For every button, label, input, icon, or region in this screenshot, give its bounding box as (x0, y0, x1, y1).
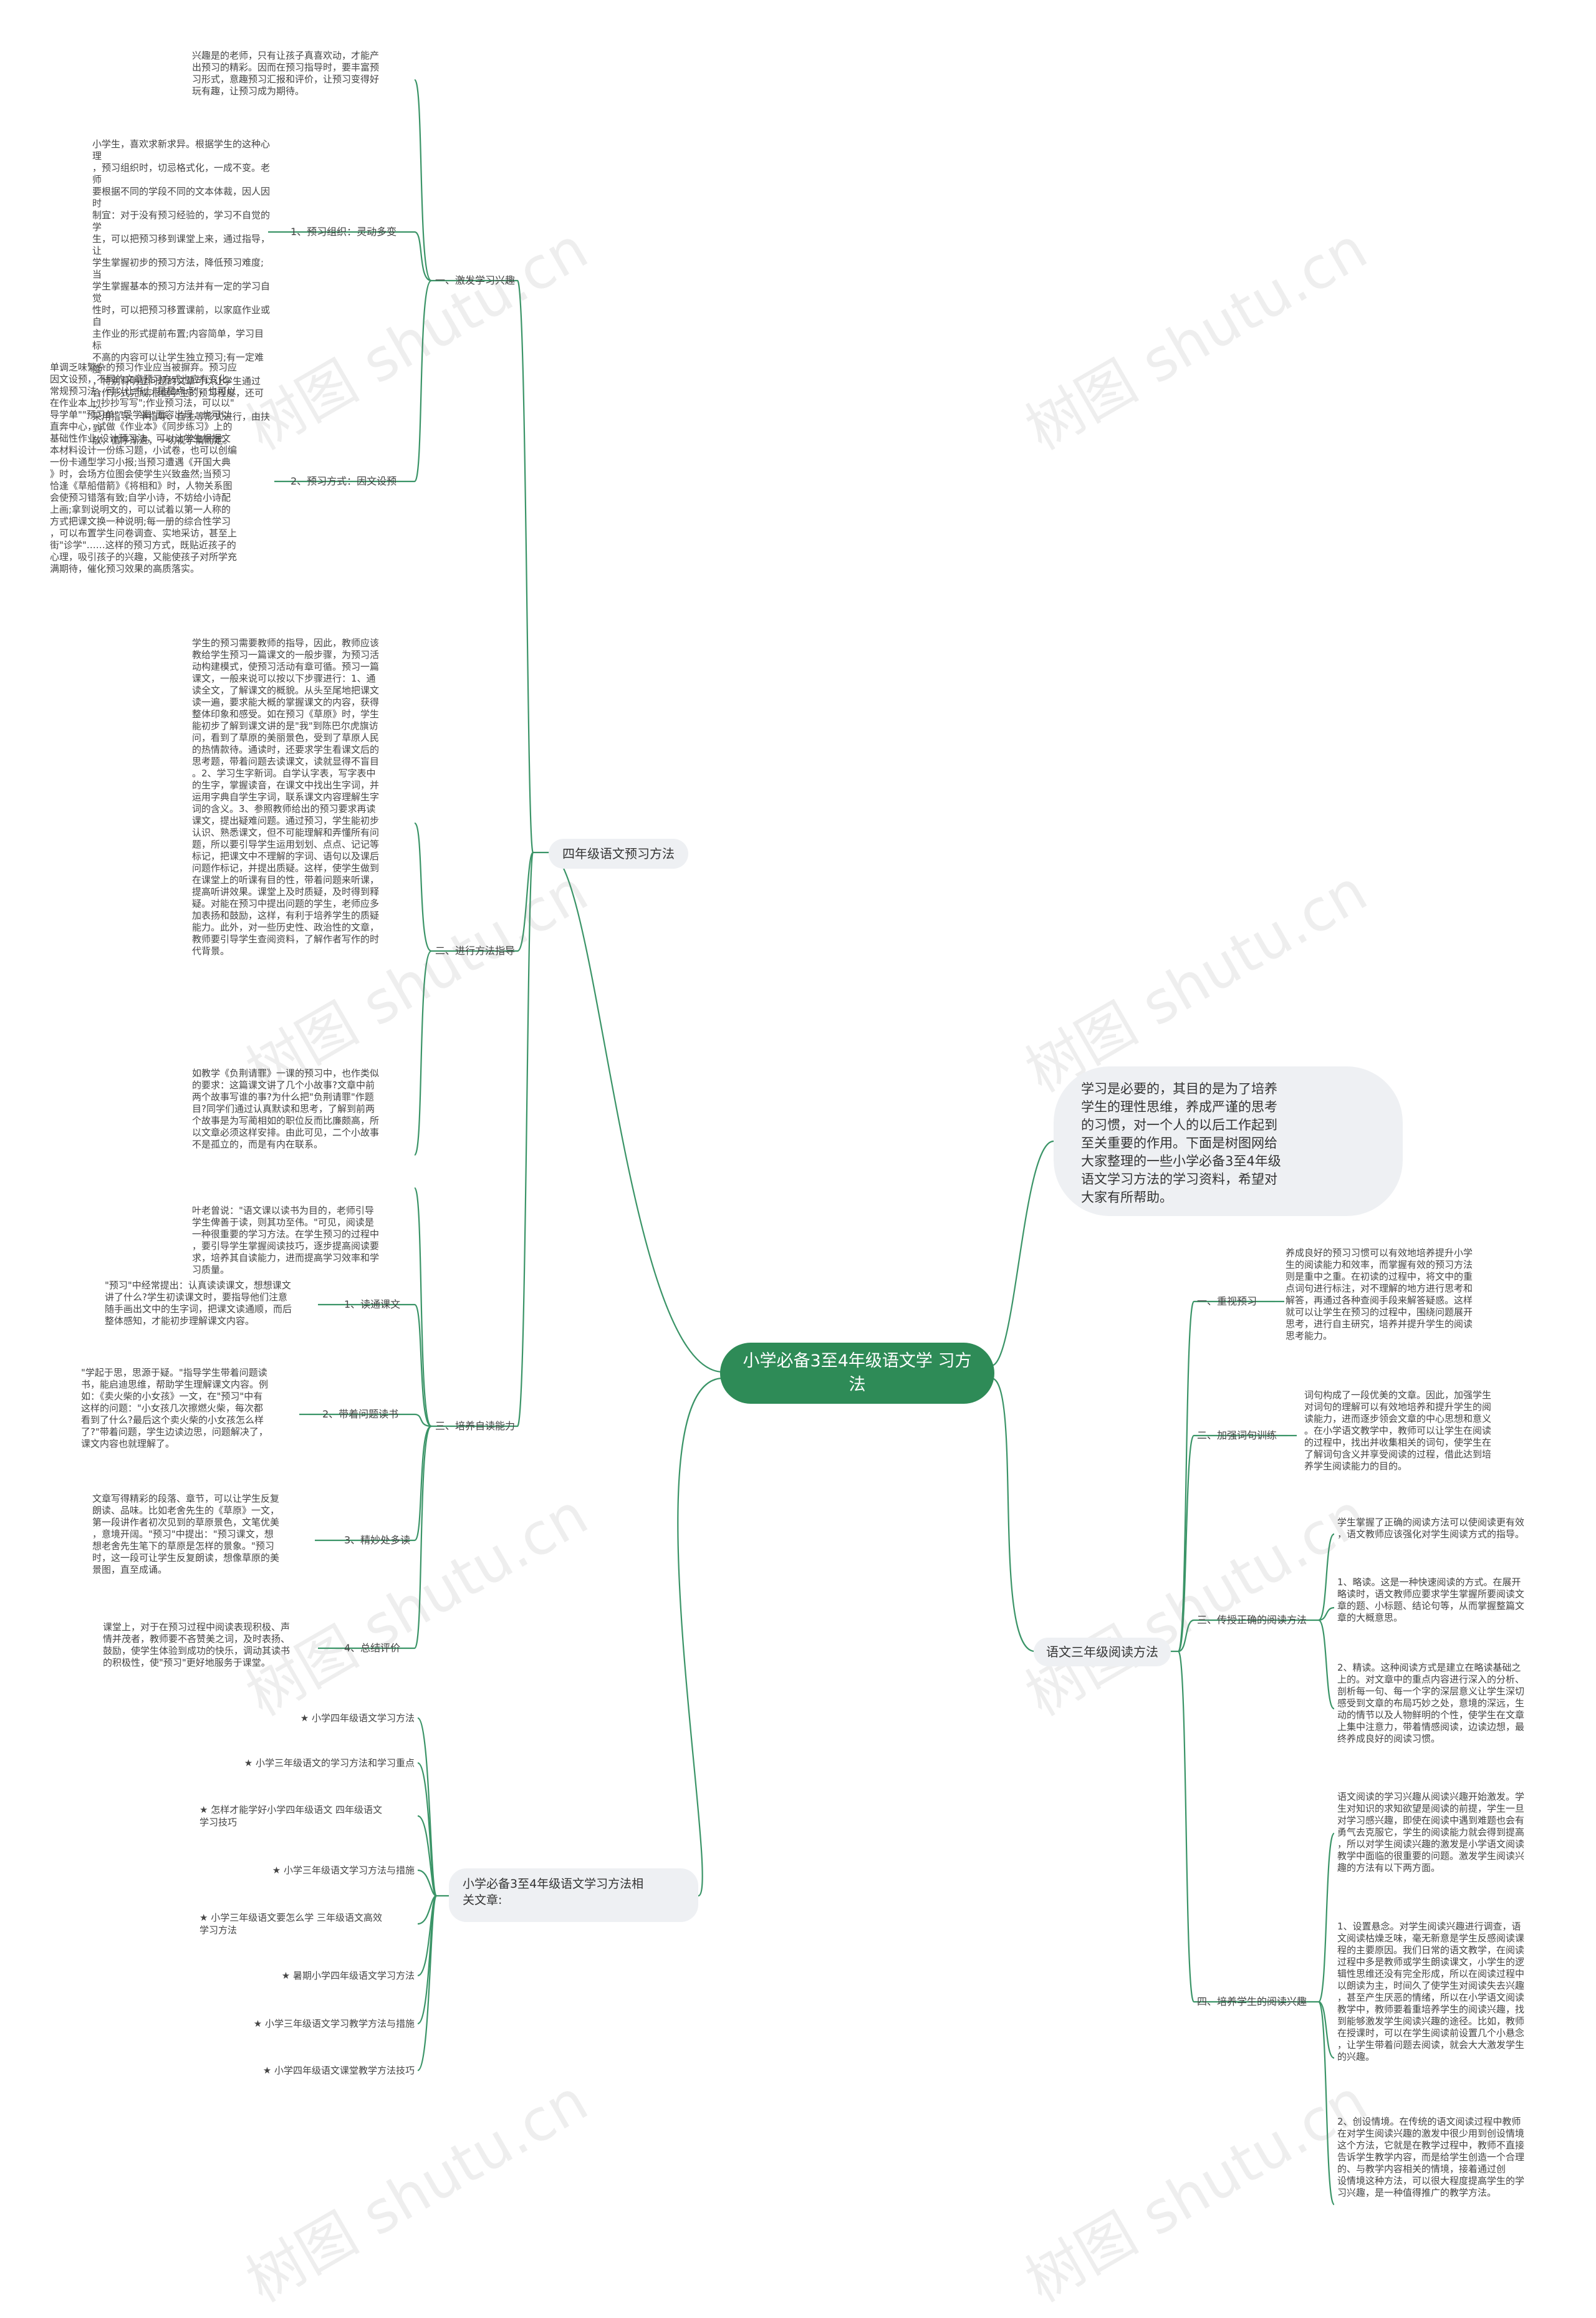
related-link[interactable]: ★ 小学三年级语文的学习方法和学习重点 (244, 1757, 415, 1769)
item-preview-organization[interactable]: 1、预习组织：灵动多变 (291, 226, 397, 238)
text-read-through: "预习"中经常提出：认真读读课文，想想课文 讲了什么?学生初读课文时，要指导他们… (105, 1280, 292, 1326)
branch-grade3-reading[interactable]: 语文三年级阅读方法 (1034, 1638, 1171, 1666)
section-correct-reading-method[interactable]: 三、传授正确的阅读方法 (1197, 1614, 1307, 1626)
text-skimming: 1、略读。这是一种快速阅读的方式。在展开 略读时，语文教师应要求学生掌握所要阅读… (1337, 1577, 1525, 1623)
text-method-example: 如教学《负荆请罪》一课的预习中，也作类似 的要求：这篇课文讲了几个小故事?文章中… (192, 1068, 380, 1150)
text-self-reading-intro: 叶老曾说："语文课以读书为目的，老师引导 学生俾善于读，则其功至伟。"可见，阅读… (192, 1205, 380, 1275)
text-word-sentence-training: 词句构成了一段优美的文章。因此，加强学生 对词句的理解可以有效地培养和提升学生的… (1304, 1389, 1492, 1472)
item-read-through[interactable]: 1、读通课文 (344, 1298, 401, 1310)
text-preview-organization: 小学生，喜欢求新求异。根据学生的这种心理 ，预习组织时，切忌格式化，一成不变。老… (92, 138, 271, 446)
text-reread-highlights: 文章写得精彩的段落、章节，可以让学生反复 朗读、品味。比如老舍先生的《草原》一文… (92, 1493, 280, 1575)
text-scenario: 2、创设情境。在传统的语文阅读过程中教师 在对学生阅读兴趣的激发中很少用到创设情… (1337, 2116, 1525, 2198)
branch-related-articles[interactable]: 小学必备3至4年级语文学习方法相 关文章: (449, 1868, 698, 1922)
related-link[interactable]: ★ 暑期小学四年级语文学习方法 (281, 1970, 415, 1981)
section-reading-interest[interactable]: 四、培养学生的阅读兴趣 (1197, 1996, 1307, 2007)
text-value-preview: 养成良好的预习习惯可以有效地培养提升小学 生的阅读能力和效率，而掌握有效的预习方… (1286, 1247, 1473, 1341)
branch-grade4-preview[interactable]: 四年级语文预习方法 (549, 839, 688, 869)
item-reread-highlights[interactable]: 3、精妙处多读 (344, 1534, 411, 1546)
item-read-with-questions[interactable]: 2、带着问题读书 (322, 1408, 399, 1420)
text-method-steps: 学生的预习需要教师的指导，因此，教师应该 教给学生预习一篇课文的一般步骤，为预习… (192, 637, 380, 957)
text-preview-mode: 单调乏味繁杂的预习作业应当被摒弃。预习应 因文设预，不同的文章预习方式也应有变化… (50, 362, 238, 574)
text-interest-intro: 兴趣是的老师，只有让孩子真喜欢动，才能产 出预习的精彩。因而在预习指导时，要丰富… (192, 50, 380, 97)
text-read-with-questions: "学起于思，思源于疑。"指导学生带着问题读 书，能启迪思维，帮助学生理解课文内容… (81, 1367, 269, 1449)
related-link[interactable]: ★ 小学三年级语文要怎么学 三年级语文高效 学习方法 (200, 1912, 382, 1936)
root-node[interactable]: 小学必备3至4年级语文学 习方法 (720, 1343, 994, 1404)
text-reading-interest-intro: 语文阅读的学习兴趣从阅读兴趣开始激发。学 生对知识的求知欲望是阅读的前提，学生一… (1337, 1791, 1525, 1873)
text-suspense: 1、设置悬念。对学生阅读兴趣进行调查，语 文阅读枯燥乏味，毫无新意是学生反感阅读… (1337, 1921, 1525, 2062)
section-self-reading[interactable]: 三、培养自读能力 (435, 1420, 516, 1432)
related-link[interactable]: ★ 怎样才能学好小学四年级语文 四年级语文 学习技巧 (200, 1804, 382, 1828)
text-summary-evaluation: 课堂上，对于在预习过程中阅读表现积极、声 情并茂者，教师要不吝赞美之词，及时表扬… (103, 1621, 291, 1668)
text-intensive-reading: 2、精读。这种阅读方式是建立在略读基础之 上的。对文章中的重点内容进行深入的分析… (1337, 1662, 1525, 1744)
item-summary-evaluation[interactable]: 4、总结评价 (344, 1642, 401, 1654)
connector-lines (268, 79, 1335, 2206)
related-link[interactable]: ★ 小学三年级语文学习教学方法与措施 (253, 2018, 415, 2029)
related-link[interactable]: ★ 小学四年级语文课堂教学方法技巧 (262, 2065, 415, 2076)
section-word-sentence-training[interactable]: 二、加强词句训练 (1197, 1429, 1277, 1441)
item-preview-mode[interactable]: 2、预习方式：因文设预 (291, 475, 397, 487)
section-value-preview[interactable]: 一、重视预习 (1197, 1295, 1257, 1307)
related-link[interactable]: ★ 小学三年级语文学习方法与措施 (272, 1865, 415, 1876)
text-reading-method-intro: 学生掌握了正确的阅读方法可以使阅读更有效 ，语文教师应该强化对学生阅读方式的指导… (1337, 1517, 1525, 1540)
related-link[interactable]: ★ 小学四年级语文学习方法 (300, 1712, 415, 1724)
section-stimulate-interest[interactable]: 一、激发学习兴趣 (435, 274, 516, 286)
section-method-guidance[interactable]: 二、进行方法指导 (435, 945, 516, 957)
intro-summary: 学习是必要的，其目的是为了培养 学生的理性思维，养成严谨的思考 的习惯，对一个人… (1054, 1066, 1403, 1216)
